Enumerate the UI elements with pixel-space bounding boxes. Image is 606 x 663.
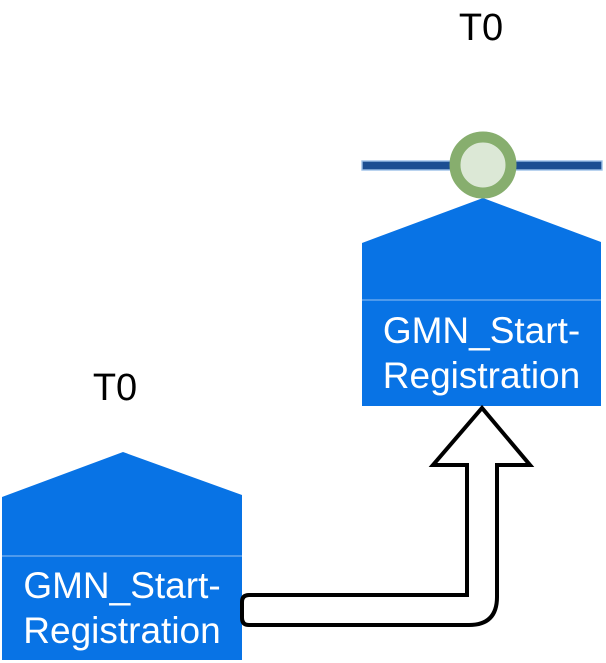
block-bottom-label: GMN_Start- Registration bbox=[23, 565, 221, 651]
t0-label-top: T0 bbox=[458, 7, 504, 49]
block-top-label: GMN_Start- Registration bbox=[382, 310, 581, 396]
block-bottom-pentagon bbox=[2, 452, 242, 660]
flow-arrow bbox=[240, 404, 535, 627]
event-circle bbox=[449, 131, 517, 199]
t0-label-bottom: T0 bbox=[92, 367, 138, 409]
block-top-pentagon bbox=[362, 198, 601, 406]
